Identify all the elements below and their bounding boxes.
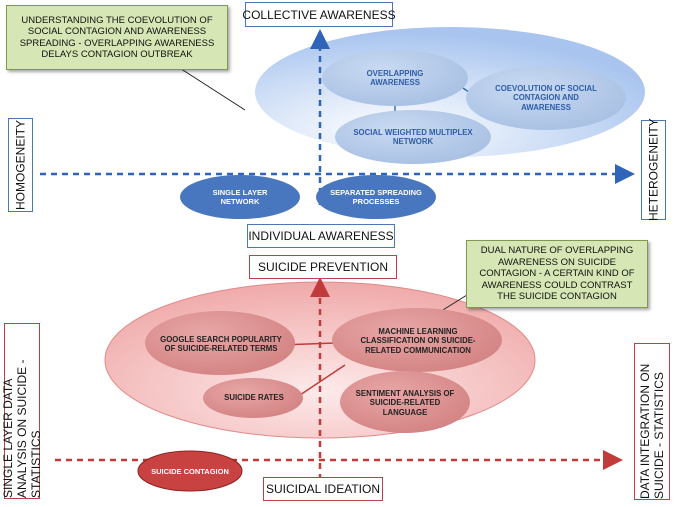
- ml-node: [332, 308, 502, 372]
- single-layer-node: [180, 175, 300, 219]
- google-node: [145, 311, 295, 375]
- rates-node: [203, 378, 303, 418]
- data-integration-label: DATA INTEGRATION ON SUICIDE - STATISTICS: [634, 343, 670, 500]
- ml-text: MACHINE LEARNING CLASSIFICATION ON SUICI…: [360, 326, 476, 355]
- suicidal-ideation-label: SUICIDAL IDEATION: [263, 477, 383, 501]
- google-text: GOOGLE SEARCH POPULARITY OF SUICIDE-RELA…: [160, 334, 282, 354]
- sentiment-text: SENTIMENT ANALYSIS OF SUICIDE-RELATED LA…: [355, 388, 455, 417]
- multiplex-text: SOCIAL WEIGHTED MULTIPLEX NETWORK: [353, 127, 473, 147]
- rates-text: SUICIDE RATES: [224, 393, 284, 403]
- separated-node: [316, 175, 436, 219]
- contagion-text: SUICIDE CONTAGION: [151, 466, 229, 476]
- bottom-note: DUAL NATURE OF OVERLAPPING AWARENESS ON …: [466, 240, 648, 308]
- top-note: UNDERSTANDING THE COEVOLUTION OF SOCIAL …: [6, 5, 228, 70]
- multiplex-node: [335, 110, 491, 164]
- single-layer-analysis-text: SINGLE LAYER DATA ANALYSIS ON SUICIDE - …: [1, 359, 43, 498]
- homogeneity-label: HOMOGENEITY: [8, 118, 33, 212]
- sentiment-node: [340, 371, 470, 433]
- overlapping-awareness-node: [322, 50, 468, 106]
- single-layer-text: SINGLE LAYER NETWORK: [212, 188, 268, 206]
- coevolution-text: COEVOLUTION OF SOCIAL CONTAGION AND AWAR…: [495, 83, 597, 112]
- coevolution-node: [466, 66, 626, 130]
- collective-awareness-label: COLLECTIVE AWARENESS: [242, 2, 396, 27]
- separated-text: SEPARATED SPREADING PROCESSES: [330, 188, 422, 206]
- data-integration-text: DATA INTEGRATION ON SUICIDE - STATISTICS: [638, 363, 666, 499]
- overlapping-awareness-text: OVERLAPPING AWARENESS: [366, 68, 424, 88]
- suicide-prevention-label: SUICIDE PREVENTION: [249, 255, 397, 279]
- individual-awareness-label: INDIVIDUAL AWARENESS: [247, 224, 395, 248]
- single-layer-analysis-label: SINGLE LAYER DATA ANALYSIS ON SUICIDE - …: [1, 323, 43, 499]
- heterogeneity-label: HETEROGENEITY: [641, 119, 666, 221]
- contagion-node: [137, 450, 243, 492]
